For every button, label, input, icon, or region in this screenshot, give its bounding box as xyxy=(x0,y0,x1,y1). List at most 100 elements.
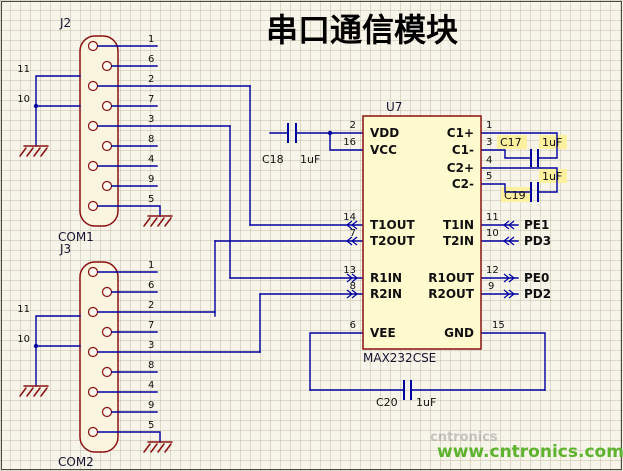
net-label-pe0: PE0 xyxy=(524,271,549,285)
svg-text:5: 5 xyxy=(486,171,492,182)
j2-pin-circles xyxy=(87,40,113,212)
svg-text:3: 3 xyxy=(148,340,154,351)
r2in-arrow xyxy=(346,289,358,299)
svg-text:1: 1 xyxy=(148,260,154,271)
label-highlights xyxy=(497,135,567,202)
svg-text:10: 10 xyxy=(486,228,499,239)
connector-j2: J2 1 6 2 7 3 8 4 9 5 11 10 COM1 xyxy=(17,16,154,244)
svg-text:R2OUT: R2OUT xyxy=(428,287,475,301)
pin-direction-arrows xyxy=(346,220,515,299)
net-labels: PE1 PD3 PE0 PD2 xyxy=(524,218,551,301)
r1out-arrow xyxy=(503,273,515,283)
svg-text:2: 2 xyxy=(148,300,154,311)
svg-text:GND: GND xyxy=(444,326,474,340)
capacitor-c18: C18 1uF xyxy=(262,123,320,166)
t2in-arrow xyxy=(503,236,515,246)
capacitor-c19: 1uF C19 xyxy=(504,170,562,202)
svg-text:T2IN: T2IN xyxy=(443,234,474,248)
u7-body xyxy=(362,115,482,350)
svg-text:R2IN: R2IN xyxy=(370,287,402,301)
ground-symbol-j3-pin5 xyxy=(143,441,173,453)
svg-text:VDD: VDD xyxy=(370,126,399,140)
j2-pin-numbers: 1 6 2 7 3 8 4 9 5 xyxy=(148,34,154,205)
svg-text:2: 2 xyxy=(148,74,154,85)
svg-text:7: 7 xyxy=(148,320,154,331)
net-label-pd2: PD2 xyxy=(524,287,551,301)
svg-text:VCC: VCC xyxy=(370,143,397,157)
u7-left-pin-numbers: 2 16 14 7 13 8 6 xyxy=(343,120,356,331)
svg-text:T1IN: T1IN xyxy=(443,218,474,232)
u7-designator: U7 xyxy=(386,100,402,114)
j3-shell-pin-11: 11 xyxy=(17,304,30,315)
c20-value: 1uF xyxy=(416,396,436,409)
chip-u7: U7 VDD VCC T1OUT T2OUT R1IN R2IN VEE C1+… xyxy=(343,100,504,365)
j2-shell-ground-wires xyxy=(35,75,81,147)
ground-symbol-j2-pin5 xyxy=(143,215,173,227)
svg-text:13: 13 xyxy=(343,265,356,276)
svg-text:R1IN: R1IN xyxy=(370,271,402,285)
j2-pin-stub-wires xyxy=(97,45,251,217)
svg-text:5: 5 xyxy=(148,194,154,205)
svg-text:3: 3 xyxy=(486,137,492,148)
t2out-arrow xyxy=(346,236,358,246)
schematic-title: 串口通信模块 xyxy=(266,11,458,49)
svg-text:VEE: VEE xyxy=(370,326,396,340)
j3-pin-numbers: 1 6 2 7 3 8 4 9 5 xyxy=(148,260,154,431)
connector-j3: J3 1 6 2 7 3 8 4 9 5 11 10 COM2 xyxy=(17,242,154,469)
watermark: www.cntronics.com xyxy=(437,442,623,462)
c19-designator: C19 xyxy=(504,189,526,202)
svg-text:1: 1 xyxy=(148,34,154,45)
ground-symbol-j2-shell xyxy=(19,145,49,157)
svg-text:4: 4 xyxy=(486,155,492,166)
t1in-arrow xyxy=(503,220,515,230)
j2-label: COM1 xyxy=(58,230,94,244)
watermark-faint: cntronics xyxy=(430,430,498,445)
r1in-arrow xyxy=(346,273,358,283)
j3-shell-ground-wires xyxy=(35,315,81,387)
junction-dot xyxy=(327,130,333,136)
svg-text:9: 9 xyxy=(488,281,494,292)
svg-text:11: 11 xyxy=(486,212,499,223)
svg-text:8: 8 xyxy=(148,134,154,145)
j3-shell-pin-10: 10 xyxy=(17,334,30,345)
highlight-c19-value xyxy=(539,169,567,183)
svg-text:C2+: C2+ xyxy=(447,161,474,175)
ground-symbol-j3-shell xyxy=(19,385,49,397)
u7-left-pin-names: VDD VCC T1OUT T2OUT R1IN R2IN VEE xyxy=(370,126,415,340)
svg-text:5: 5 xyxy=(148,420,154,431)
svg-text:6: 6 xyxy=(148,280,154,291)
svg-text:C2-: C2- xyxy=(452,177,474,191)
svg-text:7: 7 xyxy=(148,94,154,105)
svg-text:15: 15 xyxy=(492,320,505,331)
chip-right-wires xyxy=(480,132,558,391)
highlight-c17 xyxy=(497,135,527,149)
highlight-c19 xyxy=(501,187,531,202)
u7-part-number: MAX232CSE xyxy=(363,351,436,365)
svg-text:C1+: C1+ xyxy=(447,126,474,140)
j2-shell-pin-10: 10 xyxy=(17,94,30,105)
capacitor-c17: C17 1uF xyxy=(500,136,562,167)
u7-right-pin-numbers: 1 3 4 5 11 10 12 9 15 xyxy=(486,120,505,331)
svg-text:3: 3 xyxy=(148,114,154,125)
svg-text:9: 9 xyxy=(148,400,154,411)
j3-label: COM2 xyxy=(58,455,94,469)
svg-text:14: 14 xyxy=(343,212,356,223)
svg-text:8: 8 xyxy=(350,281,356,292)
svg-text:C1-: C1- xyxy=(452,143,474,157)
svg-text:T2OUT: T2OUT xyxy=(370,234,415,248)
j3-designator: J3 xyxy=(59,242,71,256)
svg-text:4: 4 xyxy=(148,154,154,165)
j2-designator: J2 xyxy=(59,16,71,30)
j3-body xyxy=(79,261,119,453)
svg-text:7: 7 xyxy=(350,228,356,239)
u7-right-pin-names: C1+ C1- C2+ C2- T1IN T2IN R1OUT R2OUT GN… xyxy=(428,126,475,340)
t1out-arrow xyxy=(346,220,358,230)
svg-text:4: 4 xyxy=(148,380,154,391)
capacitor-c20: C20 1uF xyxy=(376,380,436,409)
c19-value: 1uF xyxy=(542,170,562,183)
junction-dot xyxy=(33,343,39,349)
c18-value: 1uF xyxy=(300,153,320,166)
svg-text:1: 1 xyxy=(486,120,492,131)
